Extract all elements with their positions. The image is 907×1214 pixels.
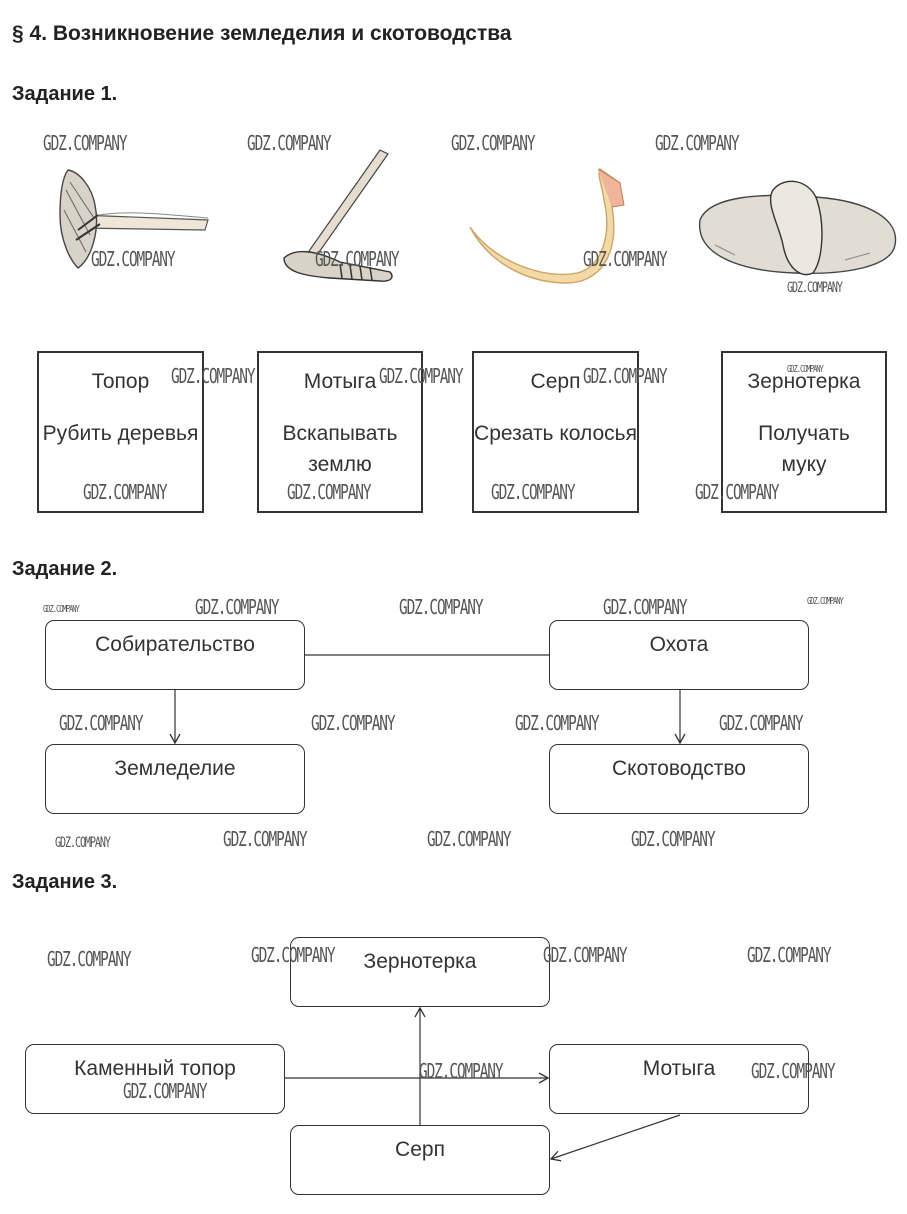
tool-card-axe: Топор Рубить деревья — [37, 351, 204, 513]
watermark: GDZ.COMPANY — [223, 827, 308, 851]
tool-use: Рубить деревья — [42, 422, 199, 445]
box-stone-axe: Каменный топор — [25, 1044, 285, 1114]
box-gathering: Собирательство — [45, 620, 305, 690]
tool-use: Получать муку — [758, 422, 850, 476]
watermark: GDZ.COMPANY — [807, 596, 844, 607]
watermark: GDZ.COMPANY — [59, 711, 144, 735]
watermark: GDZ.COMPANY — [195, 595, 280, 619]
watermark: GDZ.COMPANY — [583, 247, 668, 271]
tool-name: Топор — [91, 370, 150, 393]
watermark: GDZ.COMPANY — [655, 131, 740, 155]
watermark: GDZ.COMPANY — [311, 711, 396, 735]
grain-grinder-icon — [699, 180, 897, 276]
watermark: GDZ.COMPANY — [247, 131, 332, 155]
hoe-icon — [283, 149, 393, 282]
watermark: GDZ.COMPANY — [751, 1059, 836, 1083]
watermark: GDZ.COMPANY — [583, 364, 668, 388]
watermark: GDZ.COMPANY — [603, 595, 688, 619]
watermark: GDZ.COMPANY — [379, 364, 464, 388]
watermark: GDZ.COMPANY — [123, 1079, 208, 1103]
box-sickle: Серп — [290, 1125, 550, 1195]
stone-axe-icon — [59, 169, 209, 269]
watermark: GDZ.COMPANY — [43, 131, 128, 155]
task2-heading: Задание 2. — [12, 558, 118, 580]
sickle-icon — [469, 167, 625, 284]
page-title: § 4. Возникновение земледелия и скотовод… — [12, 22, 512, 45]
watermark: GDZ.COMPANY — [251, 943, 336, 967]
arrow-hoe-sickle — [549, 1114, 681, 1162]
tool-card-hoe: Мотыга Вскапывать землю — [257, 351, 423, 513]
box-hoe: Мотыга — [549, 1044, 809, 1114]
watermark: GDZ.COMPANY — [171, 364, 256, 388]
watermark: GDZ.COMPANY — [91, 247, 176, 271]
box-label: Серп — [395, 1138, 445, 1161]
tool-name: Серп — [530, 370, 581, 393]
box-grinder: Зернотерка — [290, 937, 550, 1007]
watermark: GDZ.COMPANY — [451, 131, 536, 155]
watermark: GDZ.COMPANY — [43, 604, 80, 615]
watermark: GDZ.COMPANY — [47, 947, 132, 971]
box-hunting: Охота — [549, 620, 809, 690]
watermark: GDZ.COMPANY — [491, 480, 576, 504]
watermark: GDZ.COMPANY — [719, 711, 804, 735]
watermark: GDZ.COMPANY — [747, 943, 832, 967]
tool-use: Вскапывать землю — [282, 422, 398, 476]
tool-name: Мотыга — [303, 370, 377, 393]
tool-use: Срезать колосья — [474, 422, 637, 445]
box-label: Собирательство — [95, 633, 255, 656]
tool-card-sickle: Серп Срезать колосья — [472, 351, 639, 513]
box-label: Охота — [649, 633, 709, 656]
box-farming: Земледелие — [45, 744, 305, 814]
watermark: GDZ.COMPANY — [399, 595, 484, 619]
watermark: GDZ.COMPANY — [427, 827, 512, 851]
tool-card-grinder: Зернотерка Получать муку — [721, 351, 887, 513]
box-herding: Скотоводство — [549, 744, 809, 814]
watermark: GDZ.COMPANY — [787, 280, 843, 296]
tool-name: Зернотерка — [747, 370, 861, 393]
watermark: GDZ.COMPANY — [787, 364, 824, 375]
watermark: GDZ.COMPANY — [631, 827, 716, 851]
watermark: GDZ.COMPANY — [695, 480, 780, 504]
box-label: Мотыга — [642, 1057, 716, 1080]
watermark: GDZ.COMPANY — [419, 1059, 504, 1083]
box-label: Земледелие — [114, 757, 236, 780]
watermark: GDZ.COMPANY — [315, 247, 400, 271]
box-label: Каменный топор — [74, 1057, 236, 1080]
watermark: GDZ.COMPANY — [287, 480, 372, 504]
watermark: GDZ.COMPANY — [543, 943, 628, 967]
watermark: GDZ.COMPANY — [515, 711, 600, 735]
task1-heading: Задание 1. — [12, 83, 118, 105]
box-label: Зернотерка — [363, 950, 477, 973]
watermark: GDZ.COMPANY — [55, 835, 111, 851]
watermark: GDZ.COMPANY — [83, 480, 168, 504]
task3-heading: Задание 3. — [12, 871, 118, 893]
box-label: Скотоводство — [612, 757, 746, 780]
